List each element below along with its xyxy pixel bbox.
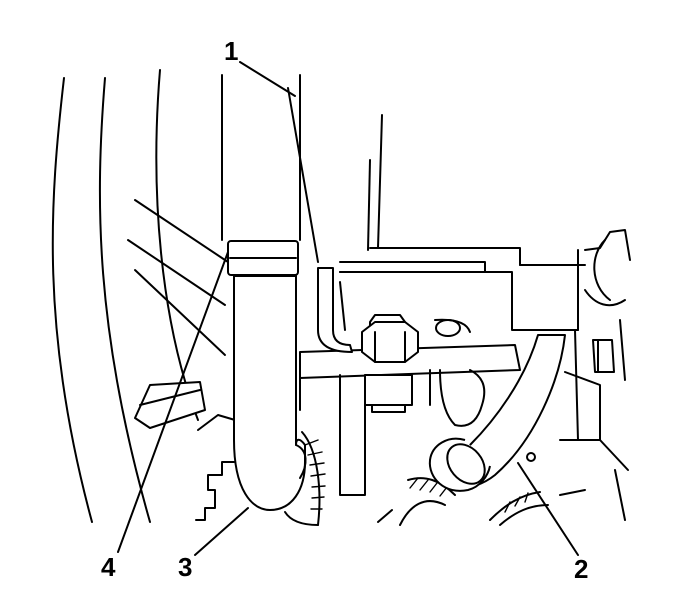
leader-lines bbox=[117, 61, 579, 556]
hose-2 bbox=[428, 334, 566, 492]
left-bracket bbox=[134, 381, 206, 429]
right-engine-components bbox=[526, 229, 631, 521]
hose-3-lower bbox=[233, 275, 307, 511]
bent-pipe bbox=[317, 267, 353, 353]
callout-2: 2 bbox=[574, 554, 588, 584]
body-panel-curves bbox=[51, 69, 199, 523]
corrugated-harness-left bbox=[284, 431, 326, 526]
corrugated-harness-center bbox=[377, 477, 456, 526]
callout-labels: 1 2 3 4 bbox=[101, 36, 588, 584]
hose-clamp-4 bbox=[227, 240, 299, 276]
engine-block-outline bbox=[339, 114, 586, 331]
mounting-bracket bbox=[299, 344, 521, 496]
hose-1-upper bbox=[221, 74, 301, 241]
hex-bolt bbox=[361, 314, 419, 363]
callout-3: 3 bbox=[178, 552, 192, 582]
pulley-cylinder bbox=[429, 318, 486, 427]
corrugated-harness-right bbox=[489, 489, 586, 526]
lower-left-component bbox=[195, 414, 236, 521]
callout-4: 4 bbox=[101, 552, 116, 582]
callout-1: 1 bbox=[224, 36, 238, 66]
frame-diagonals bbox=[127, 199, 229, 356]
